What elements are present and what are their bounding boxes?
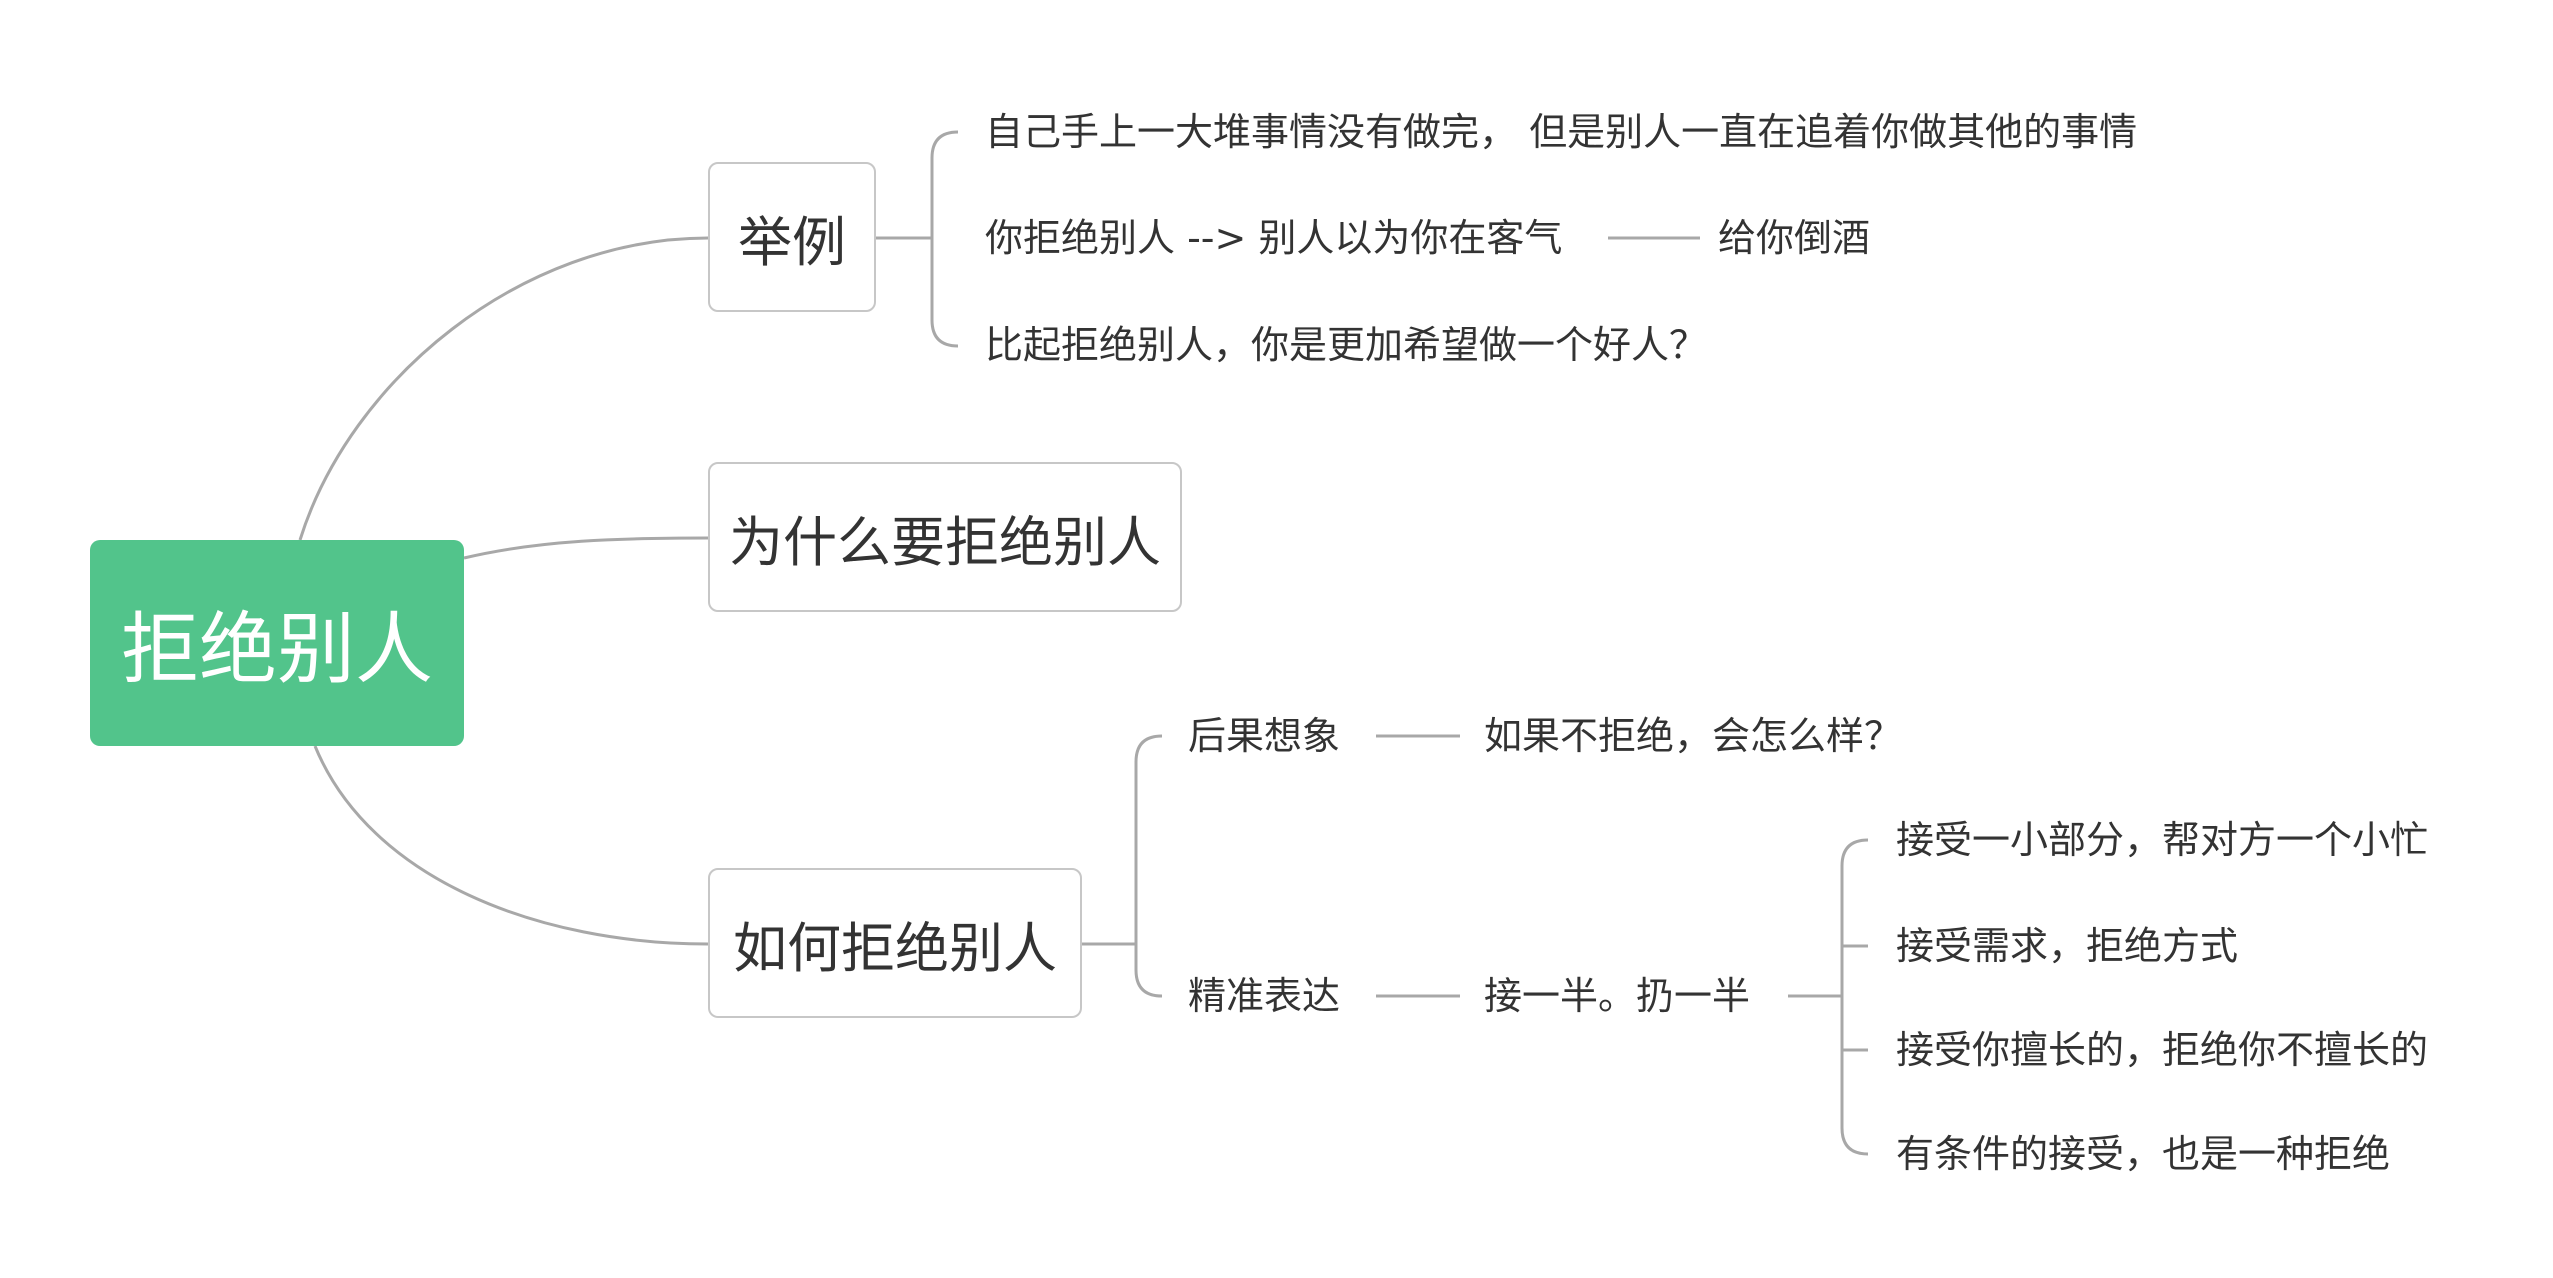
topic-example-label: 举例: [738, 210, 846, 274]
option-item-skills[interactable]: 接受你擅长的，拒绝你不擅长的: [1896, 1028, 2429, 1072]
example-item-polite[interactable]: 你拒绝别人 --> 别人以为你在客气: [985, 216, 1563, 260]
example-item-pour-wine[interactable]: 给你倒酒: [1718, 216, 1871, 260]
topic-example[interactable]: 举例: [708, 162, 876, 312]
bracket-example: [876, 130, 959, 348]
how-item-half[interactable]: 接一半。扔一半: [1484, 974, 1751, 1018]
link-root-why: [463, 536, 709, 560]
option-item-small-help[interactable]: 接受一小部分，帮对方一个小忙: [1896, 818, 2429, 862]
how-item-what-if[interactable]: 如果不拒绝，会怎么样？: [1484, 714, 1903, 758]
bracket-how: [1082, 734, 1163, 998]
topic-why-refuse-label: 为什么要拒绝别人: [729, 510, 1161, 574]
how-item-imagine[interactable]: 后果想象: [1188, 714, 1341, 758]
topic-why-refuse[interactable]: 为什么要拒绝别人: [708, 462, 1182, 612]
link-root-how: [313, 745, 709, 946]
link-root-example: [298, 236, 709, 541]
topic-how-refuse[interactable]: 如何拒绝别人: [708, 868, 1082, 1018]
bracket-options: [1840, 838, 1869, 1156]
how-item-express[interactable]: 精准表达: [1188, 974, 1341, 1018]
example-item-good-person[interactable]: 比起拒绝别人，你是更加希望做一个好人？: [985, 323, 1708, 367]
option-item-refuse-method[interactable]: 接受需求，拒绝方式: [1896, 924, 2239, 968]
example-item-busy[interactable]: 自己手上一大堆事情没有做完， 但是别人一直在追着你做其他的事情: [985, 110, 2138, 154]
option-item-conditional[interactable]: 有条件的接受，也是一种拒绝: [1896, 1132, 2391, 1176]
root-label: 拒绝别人: [120, 605, 433, 695]
topic-how-refuse-label: 如何拒绝别人: [733, 916, 1057, 980]
root-topic[interactable]: 拒绝别人: [90, 540, 464, 746]
